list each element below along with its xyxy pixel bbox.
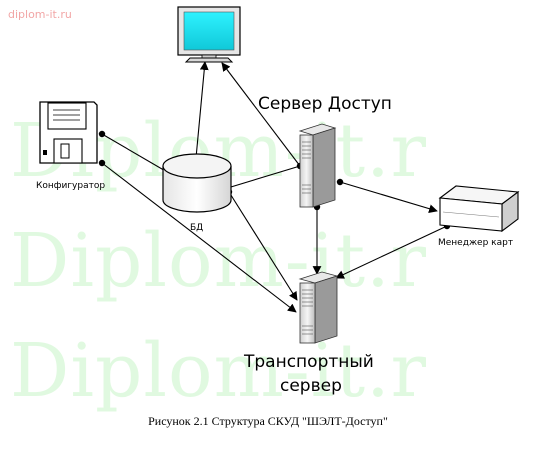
monitor-icon xyxy=(177,6,241,63)
transport-server-label-line1: Транспортный xyxy=(244,352,374,372)
edge-config-transport xyxy=(101,162,297,313)
edge-db-transport xyxy=(228,191,298,301)
edge-cardmanager-transport xyxy=(335,225,448,279)
edge-server-monitor xyxy=(221,62,301,167)
transport-server-icon xyxy=(298,271,339,344)
database-label: БД xyxy=(190,223,204,233)
transport-server-label-line2: сервер xyxy=(280,376,342,396)
floppy-disk-icon xyxy=(39,101,98,164)
watermark: Diplom-it.r xyxy=(10,218,428,304)
edge-config-db xyxy=(101,133,175,177)
card-reader-icon xyxy=(438,185,520,233)
edge-db-monitor xyxy=(195,61,209,159)
watermark: Diplom-it.r xyxy=(10,328,428,414)
edge-server-db xyxy=(220,165,301,192)
site-logo: diplom-it.ru xyxy=(8,8,72,21)
database-icon xyxy=(162,153,232,213)
card-manager-label: Менеджер карт xyxy=(438,238,514,248)
access-server-label: Сервер Доступ xyxy=(258,94,392,114)
access-server-icon xyxy=(298,123,337,208)
edge-server-cardmanager xyxy=(339,181,438,213)
figure-caption: Рисунок 2.1 Структура СКУД "ШЭЛТ-Доступ" xyxy=(148,414,388,428)
configurator-label: Конфигуратор xyxy=(36,181,106,191)
